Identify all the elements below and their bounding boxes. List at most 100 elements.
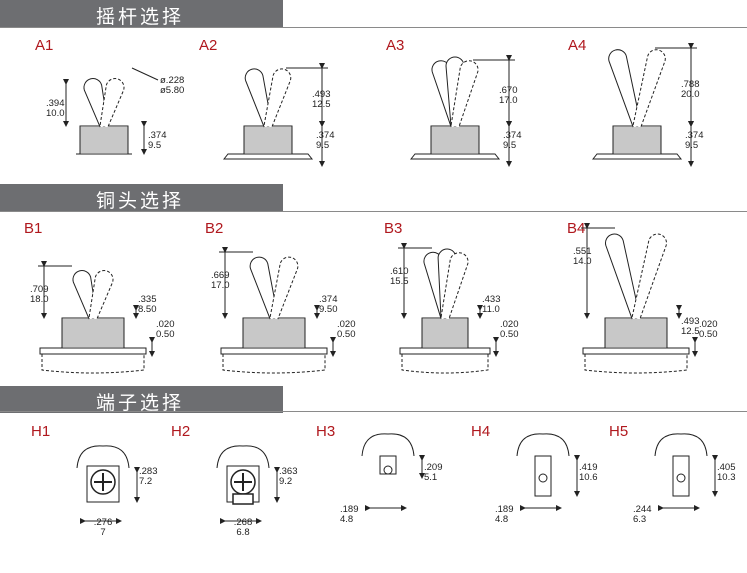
lever-outline xyxy=(631,233,667,320)
option-label: H1 xyxy=(31,423,50,440)
dimension-mm: 12.5 xyxy=(681,326,700,337)
dimension-inch: .268 xyxy=(234,517,253,528)
lever-outline xyxy=(608,49,642,128)
lever-outline xyxy=(632,49,666,128)
divider xyxy=(0,411,747,412)
solder-hole xyxy=(538,473,548,483)
body-flange xyxy=(39,347,147,355)
dimension-inch: .788 xyxy=(681,79,700,90)
dimension-mm: 15.5 xyxy=(390,276,409,287)
dimension-mm: 7 xyxy=(100,527,105,538)
option-label: A3 xyxy=(386,37,404,54)
section-title-lever: 摇杆选择 xyxy=(96,6,185,28)
terminal-outline xyxy=(76,445,130,469)
dimension-mm: 9.5 xyxy=(685,140,698,151)
dimension-mm: 9.5 xyxy=(316,140,329,151)
dimension-inch: .244 xyxy=(633,504,652,515)
bushing-thread xyxy=(61,317,125,349)
terminal-body xyxy=(379,455,397,475)
option-label: B4 xyxy=(567,220,585,237)
dimension-inch: .374 xyxy=(148,130,167,141)
dimension-inch: .419 xyxy=(579,462,598,473)
dimension-inch: .020 xyxy=(699,319,718,330)
dimension-inch: .374 xyxy=(316,130,335,141)
screw-clamp xyxy=(232,493,254,505)
dimension-inch: .405 xyxy=(717,462,736,473)
dimension-mm: 17.0 xyxy=(499,95,518,106)
option-label: B1 xyxy=(24,220,42,237)
dimension-mm: 5.1 xyxy=(424,472,437,483)
dimension-mm: 11.0 xyxy=(482,304,500,315)
terminal-options: H1.2837.2.2767H2.3639.2.2686.8H3.2095.1.… xyxy=(31,423,736,538)
section-band-cap: 铜头选择 xyxy=(0,184,283,212)
dimension-mm: 9.50 xyxy=(319,304,338,315)
dimension-inch: .335 xyxy=(138,294,157,305)
dimension-inch: .189 xyxy=(340,504,359,515)
dimension-mm: 0.50 xyxy=(156,329,175,340)
dimension-inch: .374 xyxy=(685,130,704,141)
drawing-line xyxy=(131,67,159,81)
lever-outline xyxy=(269,256,299,320)
dimension-mm: 9.5 xyxy=(148,140,161,151)
dimension-mm: 4.8 xyxy=(340,514,353,525)
lever-outline xyxy=(244,68,273,128)
option-label: A4 xyxy=(568,37,586,54)
dimension-mm: 0.50 xyxy=(500,329,519,340)
mount-plate xyxy=(222,153,314,160)
dimension-mm: 14.0 xyxy=(573,256,592,267)
terminal-outline xyxy=(654,433,708,457)
dimension-inch: .283 xyxy=(139,466,158,477)
section-title-terminal: 端子选择 xyxy=(96,392,185,414)
body-outline xyxy=(222,354,326,374)
terminal-body xyxy=(534,455,552,497)
dimension-inch: .551 xyxy=(573,246,592,257)
option-label: H4 xyxy=(471,423,490,440)
dimension-inch: .209 xyxy=(424,462,443,473)
dimension-inch: .709 xyxy=(30,284,49,295)
lever-outline xyxy=(440,252,469,320)
terminal-outline xyxy=(516,433,570,457)
solder-hole xyxy=(383,465,393,475)
lever-outline xyxy=(249,256,279,320)
dimension-mm: 17.0 xyxy=(211,280,230,291)
body-outline xyxy=(401,354,489,374)
dimension-inch: ø.228 xyxy=(160,75,184,86)
dimension-mm: 10.6 xyxy=(579,472,598,483)
dimension-inch: .374 xyxy=(503,130,522,141)
body-flange xyxy=(399,347,491,355)
dimension-mm: 6.8 xyxy=(236,527,249,538)
lever-outline xyxy=(263,68,292,128)
dimension-mm: 9.2 xyxy=(279,476,292,487)
dimension-inch: .020 xyxy=(156,319,175,330)
dimension-inch: .394 xyxy=(46,98,65,109)
option-label: B2 xyxy=(205,220,223,237)
dimension-mm: 9.5 xyxy=(503,140,516,151)
dimension-inch: .670 xyxy=(499,85,518,96)
option-label: H3 xyxy=(316,423,335,440)
dimension-inch: .610 xyxy=(390,266,409,277)
option-label: A1 xyxy=(35,37,53,54)
bushing-thread xyxy=(242,317,306,349)
dimension-mm: 7.2 xyxy=(139,476,152,487)
dimension-inch: .433 xyxy=(482,294,501,305)
bushing-thread xyxy=(604,317,668,349)
dimension-mm: 6.3 xyxy=(633,514,646,525)
divider xyxy=(0,211,747,212)
lever-outline xyxy=(88,270,114,320)
terminal-body xyxy=(672,455,690,497)
dimension-mm: ø5.80 xyxy=(160,85,184,96)
body-outline xyxy=(41,354,145,374)
dimension-inch: .363 xyxy=(279,466,298,477)
section-title-cap: 铜头选择 xyxy=(96,190,185,212)
dimension-mm: 10.3 xyxy=(717,472,736,483)
option-label: B3 xyxy=(384,220,402,237)
option-label: H5 xyxy=(609,423,628,440)
dimension-mm: 18.0 xyxy=(30,294,49,305)
dimension-inch: .189 xyxy=(495,504,514,515)
lever-outline xyxy=(450,60,479,128)
lever-outline xyxy=(605,233,641,320)
mount-plate xyxy=(591,153,683,160)
dimension-mm: 0.50 xyxy=(337,329,356,340)
dimension-inch: .493 xyxy=(312,89,331,100)
dimension-mm: 4.8 xyxy=(495,514,508,525)
